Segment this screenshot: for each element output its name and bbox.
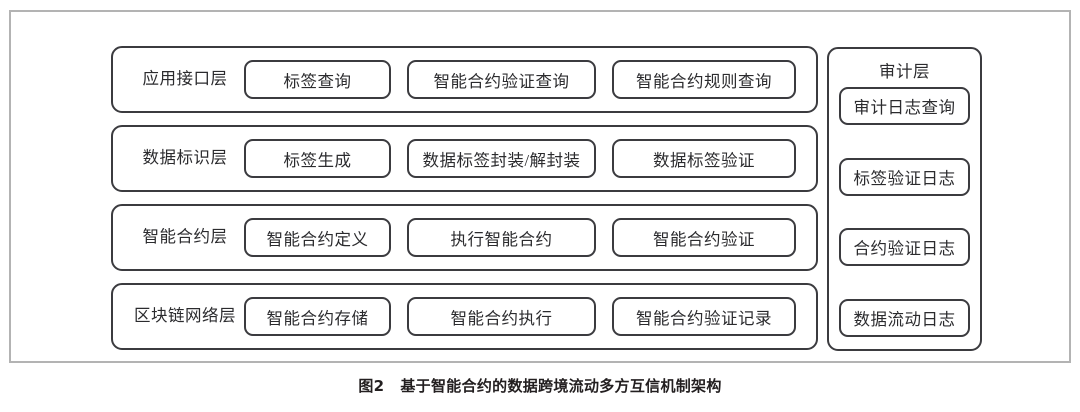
audit-panel-title: 审计层 (879, 62, 930, 81)
audit-panel: 审计层 审计日志查询 标签验证日志 合约验证日志 数据流动日志 (827, 47, 982, 351)
layer-label-blockchain-network: 区块链网络层 (134, 306, 236, 326)
layer-row-blockchain-network: 区块链网络层 智能合约存储 智能合约执行 智能合约验证记录 (111, 283, 818, 350)
module-box-tag-encapsulation[interactable]: 数据标签封装/解封装 (407, 139, 596, 178)
layer-stack: 应用接口层 标签查询 智能合约验证查询 智能合约规则查询 数据标识层 标签生成 … (111, 46, 818, 350)
module-box-tag-generation[interactable]: 标签生成 (244, 139, 391, 178)
module-box-contract-verification-query[interactable]: 智能合约验证查询 (407, 60, 596, 99)
layer-modules-smart-contract: 智能合约定义 执行智能合约 智能合约验证 (244, 206, 805, 269)
layer-label-data-identification: 数据标识层 (142, 148, 228, 168)
layer-row-application-interface: 应用接口层 标签查询 智能合约验证查询 智能合约规则查询 (111, 46, 818, 113)
module-box-contract-definition[interactable]: 智能合约定义 (244, 218, 391, 257)
audit-box-data-flow-log[interactable]: 数据流动日志 (839, 298, 970, 337)
layer-modules-blockchain-network: 智能合约存储 智能合约执行 智能合约验证记录 (244, 285, 805, 348)
module-box-contract-verification-record[interactable]: 智能合约验证记录 (612, 297, 796, 336)
audit-panel-items: 审计日志查询 标签验证日志 合约验证日志 数据流动日志 (839, 87, 970, 339)
module-box-contract-execution[interactable]: 执行智能合约 (407, 218, 596, 257)
audit-box-tag-verification-log[interactable]: 标签验证日志 (839, 157, 970, 196)
layer-row-smart-contract: 智能合约层 智能合约定义 执行智能合约 智能合约验证 (111, 204, 818, 271)
module-box-contract-rule-query[interactable]: 智能合约规则查询 (612, 60, 796, 99)
layer-label-application-interface: 应用接口层 (142, 69, 228, 89)
audit-box-audit-log-query[interactable]: 审计日志查询 (839, 87, 970, 125)
diagram-outer-frame: 应用接口层 标签查询 智能合约验证查询 智能合约规则查询 数据标识层 标签生成 … (9, 10, 1071, 363)
layer-modules-data-identification: 标签生成 数据标签封装/解封装 数据标签验证 (244, 127, 805, 190)
module-box-contract-storage[interactable]: 智能合约存储 (244, 297, 391, 336)
figure-caption-number: 图2 (358, 377, 385, 395)
module-box-tag-query[interactable]: 标签查询 (244, 60, 391, 99)
diagram-content-area: 应用接口层 标签查询 智能合约验证查询 智能合约规则查询 数据标识层 标签生成 … (111, 36, 982, 354)
module-box-tag-verification[interactable]: 数据标签验证 (612, 139, 796, 178)
layer-label-smart-contract: 智能合约层 (142, 227, 228, 247)
audit-box-contract-verification-log[interactable]: 合约验证日志 (839, 228, 970, 267)
module-box-contract-verification[interactable]: 智能合约验证 (612, 218, 796, 257)
module-box-contract-run[interactable]: 智能合约执行 (407, 297, 596, 336)
figure-caption: 图2 基于智能合约的数据跨境流动多方互信机制架构 (0, 375, 1080, 396)
layer-modules-application-interface: 标签查询 智能合约验证查询 智能合约规则查询 (244, 48, 805, 111)
figure-caption-text: 基于智能合约的数据跨境流动多方互信机制架构 (400, 377, 722, 395)
layer-row-data-identification: 数据标识层 标签生成 数据标签封装/解封装 数据标签验证 (111, 125, 818, 192)
